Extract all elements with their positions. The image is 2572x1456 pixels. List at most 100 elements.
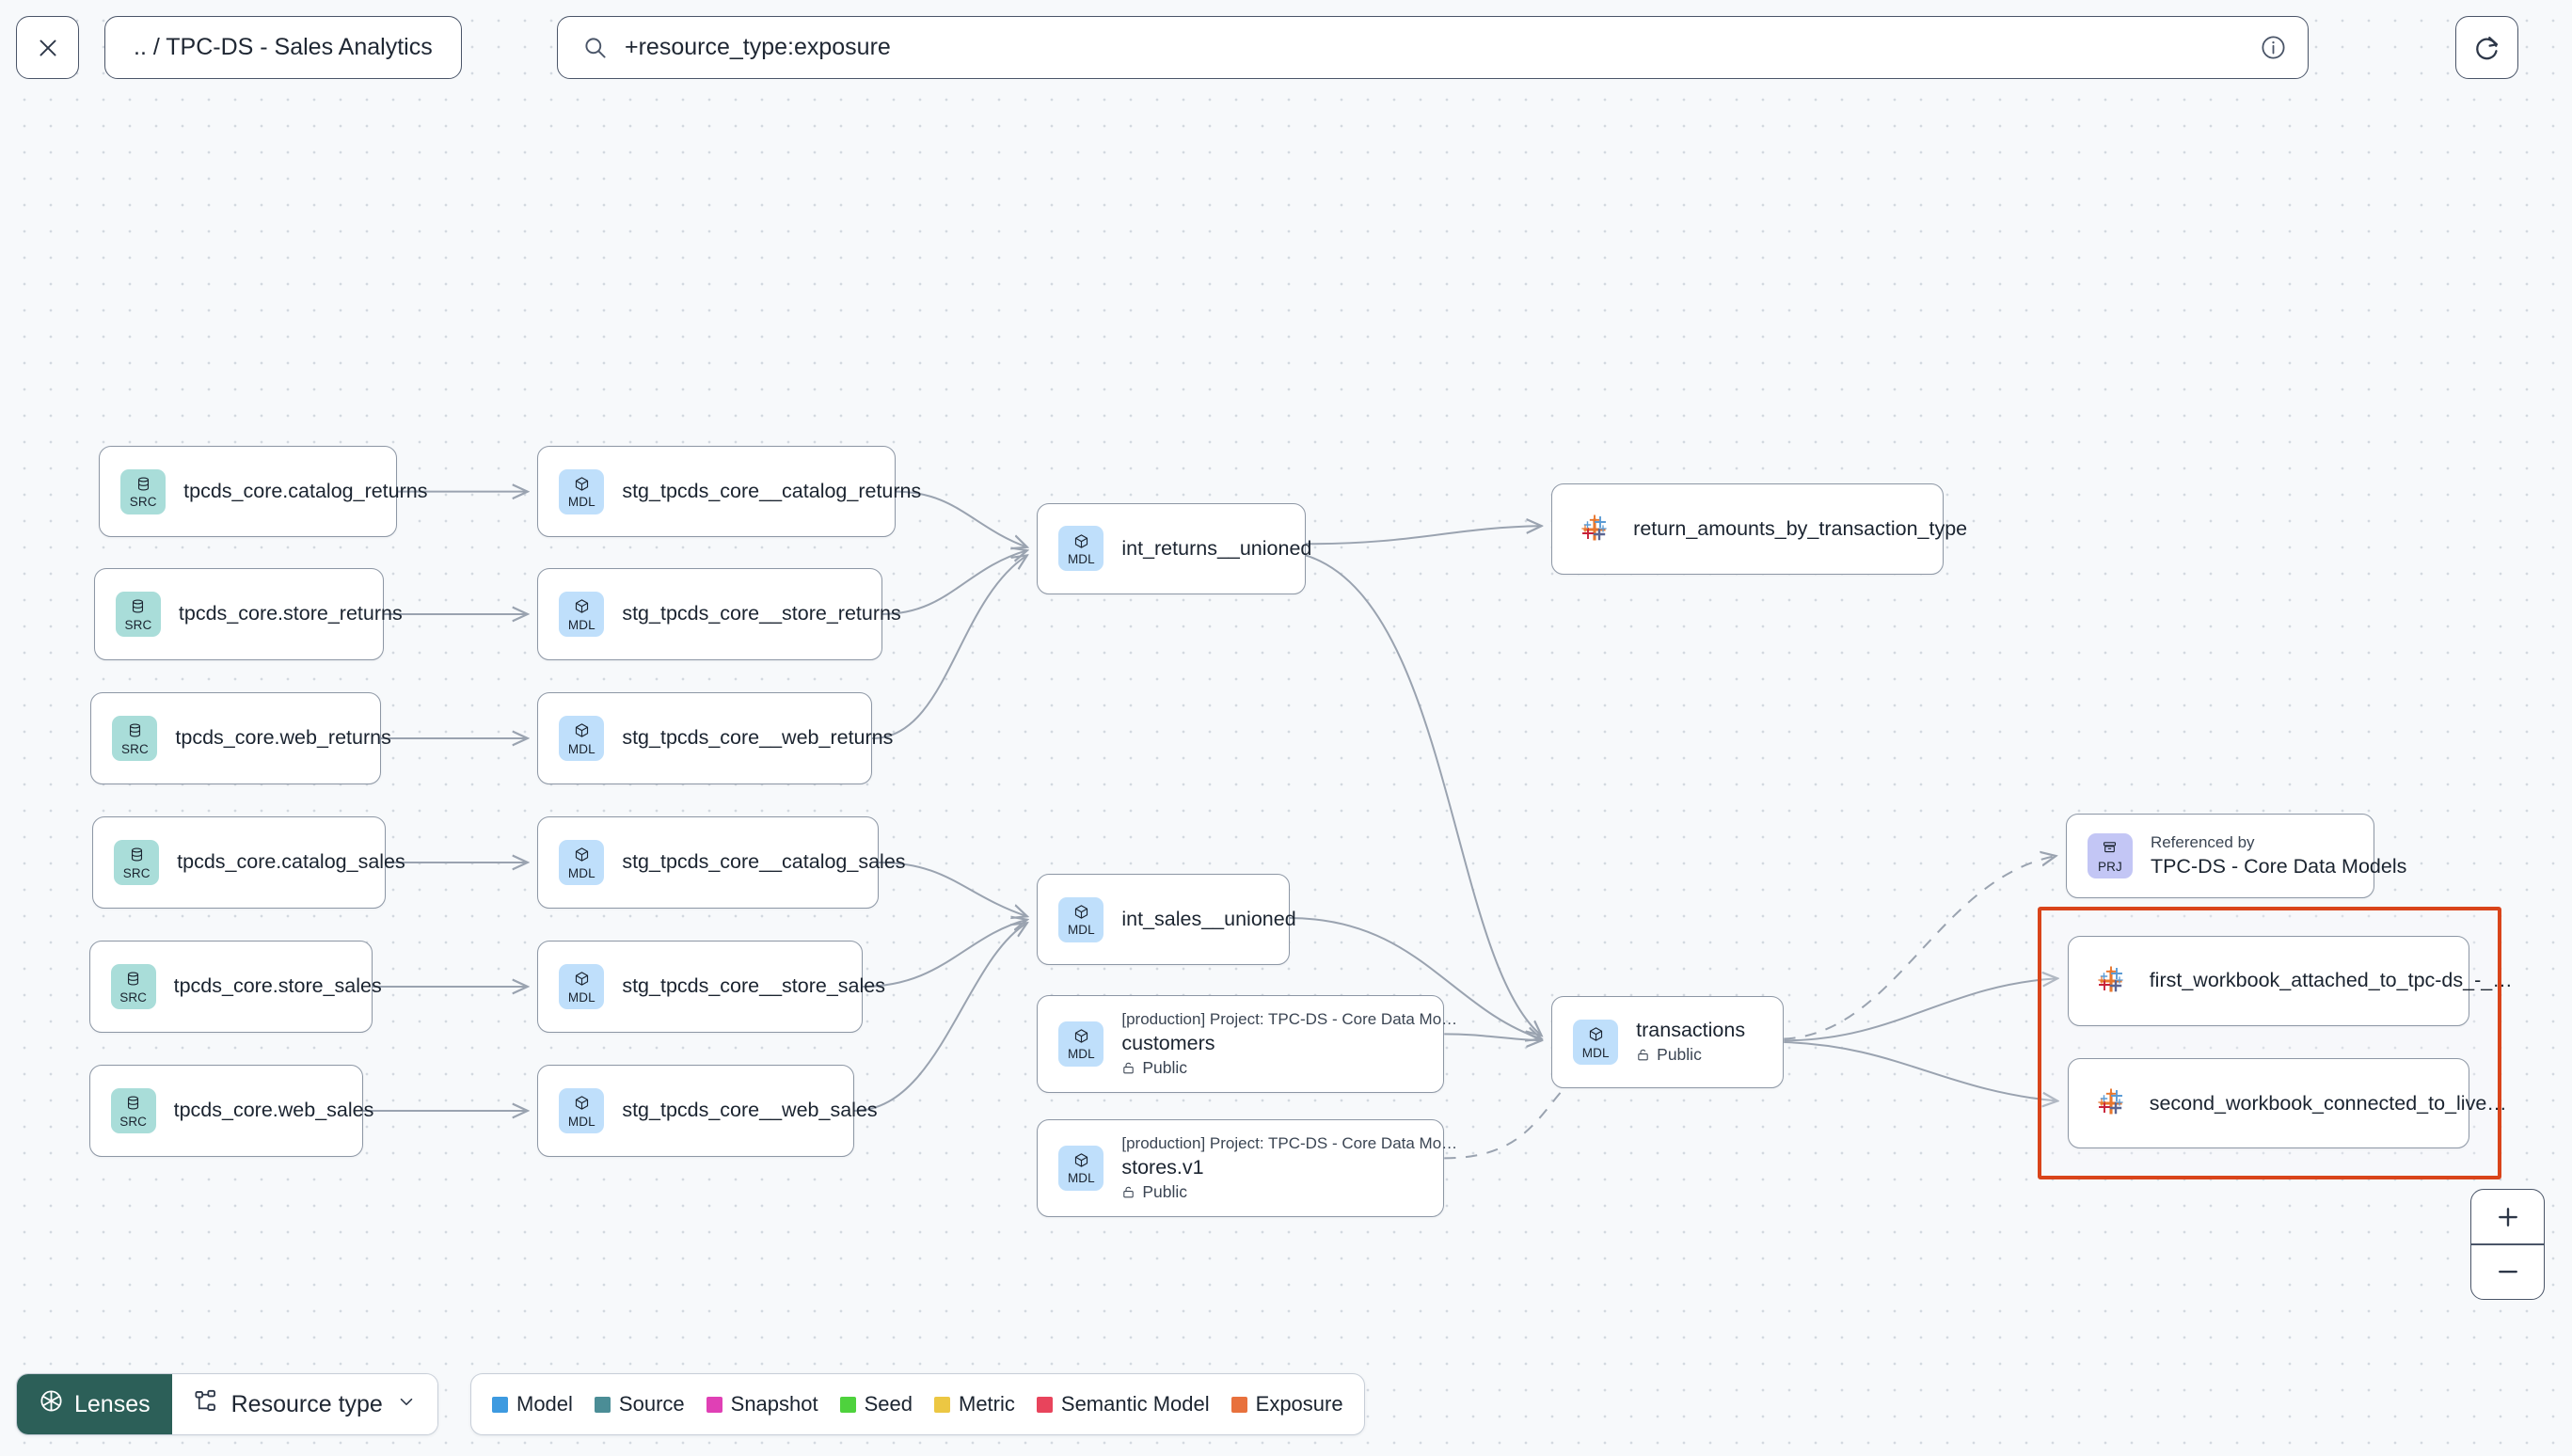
legend-swatch	[1036, 1396, 1053, 1413]
node-label: stg_tpcds_core__web_returns	[622, 726, 894, 750]
close-button[interactable]	[16, 16, 79, 79]
node-source-catalog-returns[interactable]: SRC tpcds_core.catalog_returns	[99, 446, 427, 538]
node-exposure-second-workbook[interactable]: second_workbook_connected_to_live…	[2067, 1058, 2507, 1148]
refresh-button[interactable]	[2455, 16, 2518, 79]
cube-icon	[574, 474, 590, 493]
node-label: first_workbook_attached_to_tpc-ds_-_…	[2149, 969, 2513, 992]
legend-item-seed: Seed	[839, 1392, 913, 1416]
node-exposure-return-amounts[interactable]: return_amounts_by_transaction_type	[1551, 483, 1967, 576]
model-badge: MDL	[1058, 1021, 1104, 1067]
node-label: tpcds_core.catalog_returns	[183, 480, 428, 503]
cube-icon	[1588, 1025, 1604, 1044]
node-label: tpcds_core.web_returns	[175, 726, 391, 750]
cube-icon	[574, 1094, 590, 1113]
node-visibility-label: Public	[1657, 1045, 1702, 1065]
aperture-icon	[39, 1388, 64, 1420]
legend-item-source: Source	[594, 1392, 685, 1416]
search-input[interactable]: +resource_type:exposure	[625, 34, 891, 60]
node-source-store-returns[interactable]: SRC tpcds_core.store_returns	[93, 568, 403, 660]
close-icon	[39, 39, 56, 56]
project-badge: PRJ	[2087, 832, 2133, 878]
node-source-catalog-sales[interactable]: SRC tpcds_core.catalog_sales	[92, 816, 405, 909]
model-badge-abbr: MDL	[567, 989, 595, 1005]
node-model-customers[interactable]: MDL [production] Project: TPC-DS - Core …	[1037, 994, 1457, 1093]
model-badge-abbr: MDL	[1067, 552, 1095, 567]
legend-swatch	[594, 1396, 611, 1413]
search-bar[interactable]: +resource_type:exposure	[557, 16, 2309, 79]
node-exposure-first-workbook[interactable]: first_workbook_attached_to_tpc-ds_-_…	[2067, 936, 2513, 1026]
legend-label: Seed	[864, 1392, 913, 1416]
node-model-transactions[interactable]: MDL transactions Public	[1551, 996, 1785, 1088]
node-label: stg_tpcds_core__store_sales	[622, 974, 885, 998]
node-model-stg-catalog-returns[interactable]: MDL stg_tpcds_core__catalog_returns	[537, 446, 921, 538]
database-icon	[127, 721, 143, 740]
node-model-stg-catalog-sales[interactable]: MDL stg_tpcds_core__catalog_sales	[537, 816, 906, 909]
node-model-stg-store-returns[interactable]: MDL stg_tpcds_core__store_returns	[537, 568, 901, 660]
cube-icon	[574, 970, 590, 989]
node-source-store-sales[interactable]: SRC tpcds_core.store_sales	[88, 941, 382, 1033]
node-visibility-label: Public	[1142, 1181, 1188, 1201]
model-badge: MDL	[1573, 1019, 1619, 1065]
node-visibility: Public	[1636, 1045, 1745, 1065]
node-model-int-returns-unioned[interactable]: MDL int_returns__unioned	[1037, 502, 1311, 595]
breadcrumb[interactable]: .. / TPC-DS - Sales Analytics	[104, 16, 462, 79]
plus-icon	[2498, 1207, 2517, 1227]
minus-icon	[2498, 1271, 2517, 1274]
source-badge: SRC	[112, 715, 158, 761]
lineage-canvas[interactable]: SRC tpcds_core.catalog_returns SRC tpcds…	[0, 111, 2572, 1353]
node-model-stg-web-returns[interactable]: MDL stg_tpcds_core__web_returns	[537, 692, 893, 784]
cube-icon	[1073, 531, 1089, 550]
model-badge-abbr: MDL	[1067, 1171, 1095, 1186]
model-badge: MDL	[559, 468, 605, 514]
node-label: transactions	[1636, 1019, 1746, 1042]
model-badge-abbr: MDL	[567, 495, 595, 510]
node-model-stg-web-sales[interactable]: MDL stg_tpcds_core__web_sales	[537, 1065, 878, 1157]
lenses-button[interactable]: Lenses	[17, 1374, 172, 1434]
node-label: int_returns__unioned	[1121, 536, 1312, 560]
node-source-web-returns[interactable]: SRC tpcds_core.web_returns	[90, 692, 391, 784]
source-badge-abbr: SRC	[124, 617, 152, 632]
model-badge-abbr: MDL	[567, 1114, 595, 1129]
database-icon	[125, 1094, 141, 1113]
node-model-stores-v1[interactable]: MDL [production] Project: TPC-DS - Core …	[1037, 1118, 1457, 1217]
model-badge-abbr: MDL	[567, 865, 595, 880]
node-visibility: Public	[1121, 1182, 1457, 1202]
model-badge: MDL	[559, 963, 605, 1009]
node-visibility: Public	[1121, 1058, 1457, 1078]
tableau-icon	[2089, 1081, 2135, 1126]
node-source-web-sales[interactable]: SRC tpcds_core.web_sales	[88, 1065, 373, 1157]
info-icon[interactable]	[2260, 34, 2287, 61]
unlock-icon	[1123, 1186, 1135, 1198]
node-label: second_workbook_connected_to_live…	[2149, 1091, 2507, 1115]
source-badge: SRC	[115, 591, 161, 637]
node-label: stg_tpcds_core__web_sales	[622, 1099, 878, 1122]
hierarchy-icon	[193, 1388, 218, 1420]
resource-type-dropdown[interactable]: Resource type	[171, 1374, 437, 1434]
source-badge-abbr: SRC	[120, 741, 149, 756]
cube-icon	[1073, 1150, 1089, 1169]
unlock-icon	[1123, 1062, 1135, 1074]
model-badge-abbr: MDL	[1067, 1047, 1095, 1062]
zoom-in-button[interactable]	[2471, 1190, 2544, 1243]
legend-item-exposure: Exposure	[1230, 1392, 1343, 1416]
resource-type-label: Resource type	[230, 1390, 383, 1417]
legend-swatch	[706, 1396, 722, 1413]
source-badge: SRC	[114, 839, 160, 885]
node-model-stg-store-sales[interactable]: MDL stg_tpcds_core__store_sales	[537, 941, 885, 1033]
node-label: tpcds_core.web_sales	[173, 1099, 374, 1122]
legend-swatch	[839, 1396, 856, 1413]
node-project-reference[interactable]: PRJ Referenced by TPC-DS - Core Data Mod…	[2065, 813, 2406, 899]
model-badge-abbr: MDL	[567, 741, 595, 756]
cube-icon	[1073, 902, 1089, 921]
legend-item-snapshot: Snapshot	[706, 1392, 818, 1416]
model-badge-abbr: MDL	[567, 617, 595, 632]
zoom-out-button[interactable]	[2471, 1245, 2544, 1299]
node-label: TPC-DS - Core Data Models	[2150, 854, 2407, 878]
legend-item-metric: Metric	[934, 1392, 1015, 1416]
legend-item-model: Model	[492, 1392, 573, 1416]
resource-type-legend: Model Source Snapshot Seed Metric Semant…	[470, 1373, 1365, 1435]
cube-icon	[574, 846, 590, 864]
project-badge-abbr: PRJ	[2098, 859, 2122, 874]
chevron-down-icon	[396, 1391, 417, 1418]
node-model-int-sales-unioned[interactable]: MDL int_sales__unioned	[1037, 874, 1296, 966]
